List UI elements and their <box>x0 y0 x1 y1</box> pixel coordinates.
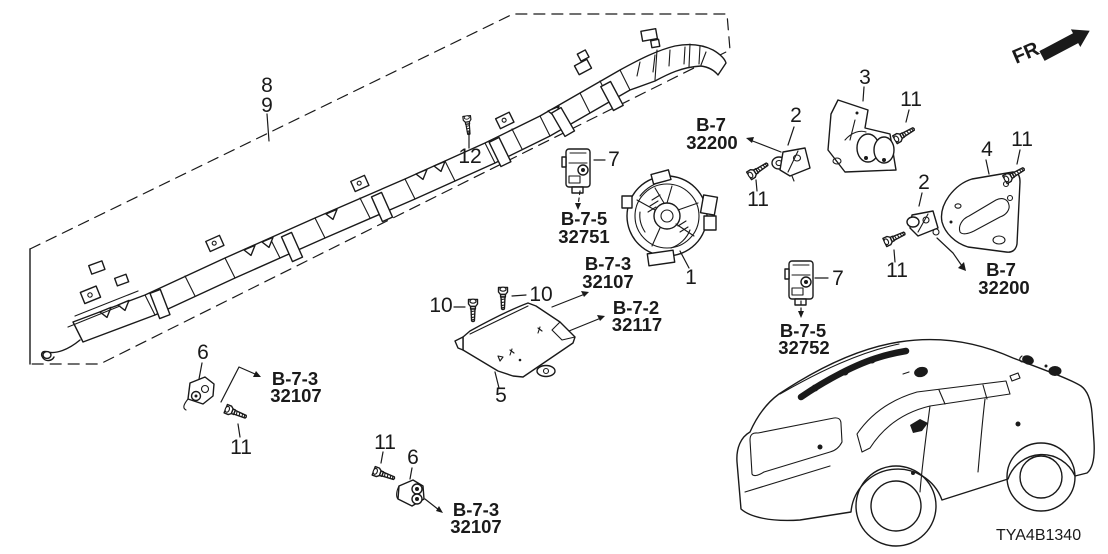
leader-lines <box>198 86 1021 513</box>
callout-11-near3: 11 <box>900 88 922 111</box>
ref-b73-32107-center-l2: 32107 <box>582 271 633 292</box>
part7-sensor-lower <box>784 260 814 306</box>
callout-11-near2left: 11 <box>747 188 769 211</box>
callout-9: 9 <box>261 94 273 117</box>
callout-7-upper: 7 <box>608 148 620 171</box>
part2-sensor-right <box>906 210 940 237</box>
part4-bracket <box>940 171 1021 253</box>
fr-direction-arrow: FR. <box>1009 29 1090 69</box>
screw-12 <box>462 114 474 136</box>
bolt-11-near-part6-left <box>223 403 249 422</box>
part-callouts: 8 9 12 7 7 1 2 3 11 2 4 11 11 11 10 10 5… <box>197 66 1033 469</box>
callout-11-near2right: 11 <box>886 259 908 282</box>
ref-b73-32107-left-l1: B-7-3 <box>272 368 318 389</box>
fr-label: FR. <box>1009 36 1047 69</box>
bolt-10-right <box>497 286 509 311</box>
callout-6-middle: 6 <box>407 446 419 469</box>
callout-12: 12 <box>458 145 481 168</box>
callout-11-near6left: 11 <box>230 436 252 459</box>
callout-5: 5 <box>495 384 507 407</box>
part5-srs-unit <box>454 302 576 378</box>
ref-b75-32751-l1: B-7-5 <box>561 208 607 229</box>
callout-11-near6mid: 11 <box>374 431 396 454</box>
callout-6-left: 6 <box>197 341 209 364</box>
callout-3: 3 <box>859 66 871 89</box>
ref-b7-32200-left-l1: B-7 <box>696 114 726 135</box>
bolt-11-near-part6-mid <box>371 465 397 484</box>
callout-2-left: 2 <box>790 104 802 127</box>
callout-8: 8 <box>261 74 273 97</box>
bolt-11-near-part3 <box>891 124 918 145</box>
diagram-code: TYA4B1340 <box>996 527 1081 544</box>
bolt-11-near-part2-left <box>745 159 771 181</box>
ref-b72-32117-l1: B-7-2 <box>613 297 659 318</box>
ref-b7-32200-right-l2: 32200 <box>978 277 1029 298</box>
reference-labels: B-7 32200 B-7-5 32751 B-7-3 32107 B-7-2 … <box>270 114 1029 537</box>
ref-b73-32107-center-l1: B-7-3 <box>585 253 631 274</box>
callout-10-left: 10 <box>429 294 452 317</box>
callout-1: 1 <box>685 266 697 289</box>
ref-b75-32752-l1: B-7-5 <box>780 320 826 341</box>
callout-2-right: 2 <box>918 171 930 194</box>
part3-bracket <box>827 99 897 173</box>
part6-sensor-middle <box>396 479 425 507</box>
car-rear-view <box>736 338 1095 547</box>
ref-b72-32117-l2: 32117 <box>612 314 662 335</box>
part1-cable-reel <box>621 169 719 267</box>
ref-b7-32200-left-l2: 32200 <box>686 132 737 153</box>
ref-b73-32107-left-l2: 32107 <box>270 385 321 406</box>
ref-b73-32107-mid-l2: 32107 <box>450 516 501 537</box>
callout-7-lower: 7 <box>832 267 844 290</box>
ref-b73-32107-mid-l1: B-7-3 <box>453 499 499 520</box>
callout-11-near4: 11 <box>1011 128 1033 151</box>
callout-10-right: 10 <box>529 283 552 306</box>
ref-b75-32752-l2: 32752 <box>778 337 829 358</box>
boundary-frame <box>29 13 731 365</box>
ref-b75-32751-l2: 32751 <box>558 226 609 247</box>
callout-4: 4 <box>981 138 993 161</box>
part7-sensor-upper <box>561 148 591 194</box>
ref-b7-32200-right-l1: B-7 <box>986 259 1016 280</box>
curtain-airbag-assembly <box>40 28 727 362</box>
bolt-10-left <box>467 298 479 323</box>
bolt-11-near-part2-right <box>881 228 908 248</box>
part2-sensor-left <box>771 147 811 182</box>
part6-sensor-left <box>183 376 215 411</box>
